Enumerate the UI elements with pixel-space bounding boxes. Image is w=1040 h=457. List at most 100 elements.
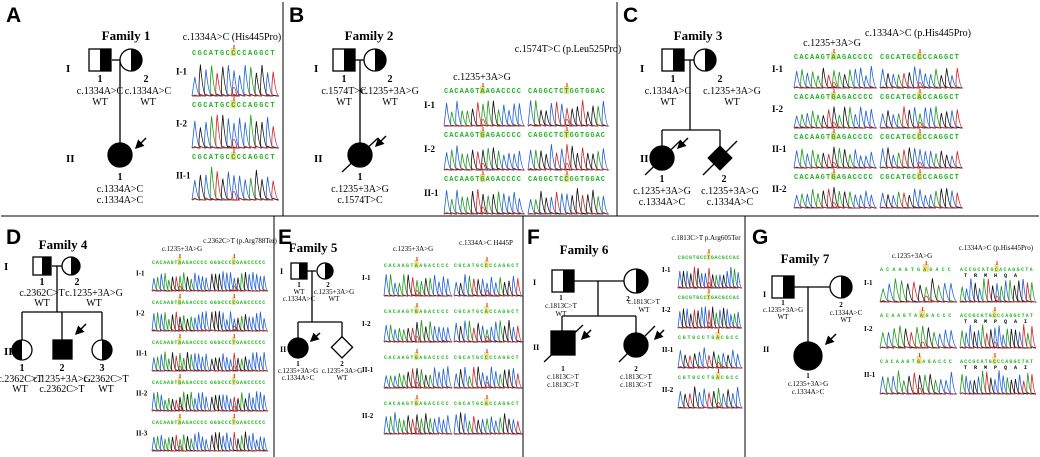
- sequence-text: CACAAGTGAGACCCC: [794, 94, 873, 102]
- panel-c-ii1-id: 1: [660, 174, 665, 185]
- row-label: I-2: [772, 104, 783, 114]
- panel-f-i2-genotype-a: c.1813C>T: [628, 298, 660, 306]
- panel-g-i2-id: 2: [839, 301, 843, 309]
- panel-c-i2-genotype-a: c.1235+3A>G: [703, 86, 761, 97]
- panel-f: F Family 6 I II 1 c.1813C>T WT 2 c.1813C…: [527, 226, 743, 409]
- panel-d-ii2-id: 2: [60, 363, 65, 374]
- panel-f-ii1-genotype-a: c.1813C>T: [547, 373, 579, 381]
- chromatogram: CACAAGTGAGACCCC: [793, 129, 877, 169]
- panel-g: G Family 7 I II 1 c.1235+3A>G WT 2 c.133…: [752, 226, 1037, 396]
- panel-a-family-title: Family 1: [102, 28, 151, 43]
- sequence-text: GGGCCCTGAGCCCCC: [210, 380, 265, 386]
- panel-a-ii1-genotype-a: c.1334A>C: [97, 184, 144, 195]
- panel-c-i1-genotype-a: c.1334A>C: [645, 86, 692, 97]
- panel-c-ii2-genotype-a: c.1235+3A>G: [701, 186, 759, 197]
- panel-a-generation-ii: II: [66, 153, 75, 165]
- panel-e-ii1-id: 1: [296, 360, 300, 368]
- chromatogram: CACAAGTGAGACCCC: [443, 171, 525, 215]
- panel-f-i1-id: 1: [559, 294, 563, 302]
- sequence-text: CACAAGTGAGACCCC: [444, 176, 521, 184]
- sequence-text: CACAAGTAAGACCCC: [384, 263, 449, 269]
- panel-d-ii1-id: 1: [20, 363, 25, 374]
- panel-a-i2-female-carrier-symbol: [119, 48, 143, 72]
- row-label: I-2: [662, 306, 671, 314]
- chromatogram: GGGCCCTGAGCCCCC: [209, 414, 269, 452]
- sequence-text: CACAAGTAAGACCCC: [152, 260, 207, 266]
- chromatogram: CACAAGTAAGACCCC: [793, 49, 877, 89]
- row-label: I-1: [176, 66, 187, 76]
- sequence-text: CGCATGCCCCAGGCT: [192, 154, 275, 162]
- amino-acid: M: [984, 365, 987, 371]
- panel-b-letter: B: [289, 4, 304, 27]
- panel-d-letter: D: [6, 226, 21, 249]
- panel-d-ii2-affected-male-symbol: [52, 339, 73, 360]
- panel-e-i2-female-carrier-symbol: [316, 262, 334, 280]
- panel-f-i2-female-carrier-symbol: [623, 268, 649, 294]
- sequence-text: CACAAGTAAGACCCC: [444, 88, 521, 96]
- panel-f-i1-genotype-a: c.1813C>T: [545, 302, 577, 310]
- sequence-text: CAGGCTCTGGTGGAC: [528, 132, 605, 140]
- panel-g-ii1-genotype-a: c.1235+3A>G: [788, 380, 828, 388]
- row-label: II-1: [176, 170, 191, 180]
- panel-c-i2-id: 2: [718, 74, 723, 85]
- panel-f-ii2-genotype-b: c.1813C>T: [620, 381, 652, 389]
- panel-g-ii1-genotype-b: c.1334A>C: [792, 388, 825, 396]
- panel-b-proband-arrow: [374, 135, 387, 148]
- amino-acid: P: [994, 319, 997, 325]
- panel-f-ii1-genotype-b: c.1813C>T: [547, 381, 579, 389]
- panel-d-ii1-genotype-a: c.2362C>T: [0, 374, 43, 385]
- panel-c-ii2-genotype-b: c.1334A>C: [707, 197, 754, 208]
- panel-c-proband-arrow: [676, 137, 689, 150]
- row-label: I-2: [176, 118, 187, 128]
- panel-d-i1-male-carrier-symbol: [32, 256, 52, 276]
- panel-e-ii2-unaffected-diamond: [330, 335, 354, 359]
- panel-d-ii3-female-carrier-symbol: [91, 339, 113, 361]
- panel-b-i2-female-carrier-symbol: [363, 48, 387, 72]
- panel-a-i2-genotype-a: c.1334A>C: [125, 86, 172, 97]
- panel-e-ii2-genotype-a: c.1235+3A>G: [322, 367, 362, 375]
- panel-b-i1-id: 1: [342, 74, 347, 85]
- sequence-text: CACAAGTGAGACCCC: [384, 401, 449, 407]
- panel-b-i1-male-carrier-symbol: [332, 48, 356, 72]
- row-label: II-1: [864, 371, 876, 379]
- panel-g-i1-genotype-b: WT: [778, 313, 790, 321]
- sequence-text: CGCATGCACCAGGCT: [880, 94, 959, 102]
- sequence-text: GGGCCCTGAGCCCCC: [210, 420, 265, 426]
- panel-e-i2-genotype-b: WT: [329, 295, 341, 303]
- panel-a-generation-i: I: [66, 63, 70, 75]
- row-label: II-1: [362, 366, 374, 374]
- row-label: II-2: [136, 390, 148, 398]
- chromatogram: CGCATGCACCAGGCT: [879, 89, 963, 129]
- row-label: I-2: [424, 144, 435, 154]
- panel-b-generation-i: I: [314, 63, 318, 75]
- panel-b: B Family 2 I II 1 c.1574T>C WT 2 c.1235+…: [289, 4, 621, 215]
- panel-a-ii1-id: 1: [118, 172, 123, 183]
- panel-d-generation-i: I: [4, 261, 8, 273]
- chromatogram: CGCATGCCCCAGGCT: [879, 49, 963, 89]
- sequence-text: CGCATGCCCCAGGCT: [880, 134, 959, 142]
- chromatogram: CACAAGTGAGACCCC: [383, 395, 453, 435]
- sequence-text: CACAAGTGAGACCCC: [152, 300, 207, 306]
- chromatogram: CACAAGTGAGACCCC: [793, 89, 877, 129]
- panel-e-i2-genotype-a: c.1235+3A>G: [314, 288, 354, 296]
- amino-acid: M: [984, 273, 987, 279]
- panel-a-i2-id: 2: [144, 74, 149, 85]
- panel-b-i1-genotype-b: WT: [336, 97, 352, 108]
- panel-d-i1-genotype-b: WT: [34, 298, 50, 309]
- panel-a-ii1-genotype-b: c.1334A>C: [97, 195, 144, 206]
- amino-acid: A: [1014, 365, 1017, 371]
- panel-c-ii1-genotype-b: c.1334A>C: [639, 197, 686, 208]
- panel-d-family-title: Family 4: [39, 237, 88, 252]
- chromatogram: CGCATGCCCCAGGCT: [191, 97, 279, 149]
- chromatogram: CAGGCTCTGGTGGAC: [527, 83, 609, 127]
- panel-f-column-header: c.1813C>T p.Arg605Ter: [671, 234, 741, 242]
- panel-b-family-title: Family 2: [345, 28, 394, 43]
- panel-f-i1-male-carrier-symbol: [551, 269, 575, 293]
